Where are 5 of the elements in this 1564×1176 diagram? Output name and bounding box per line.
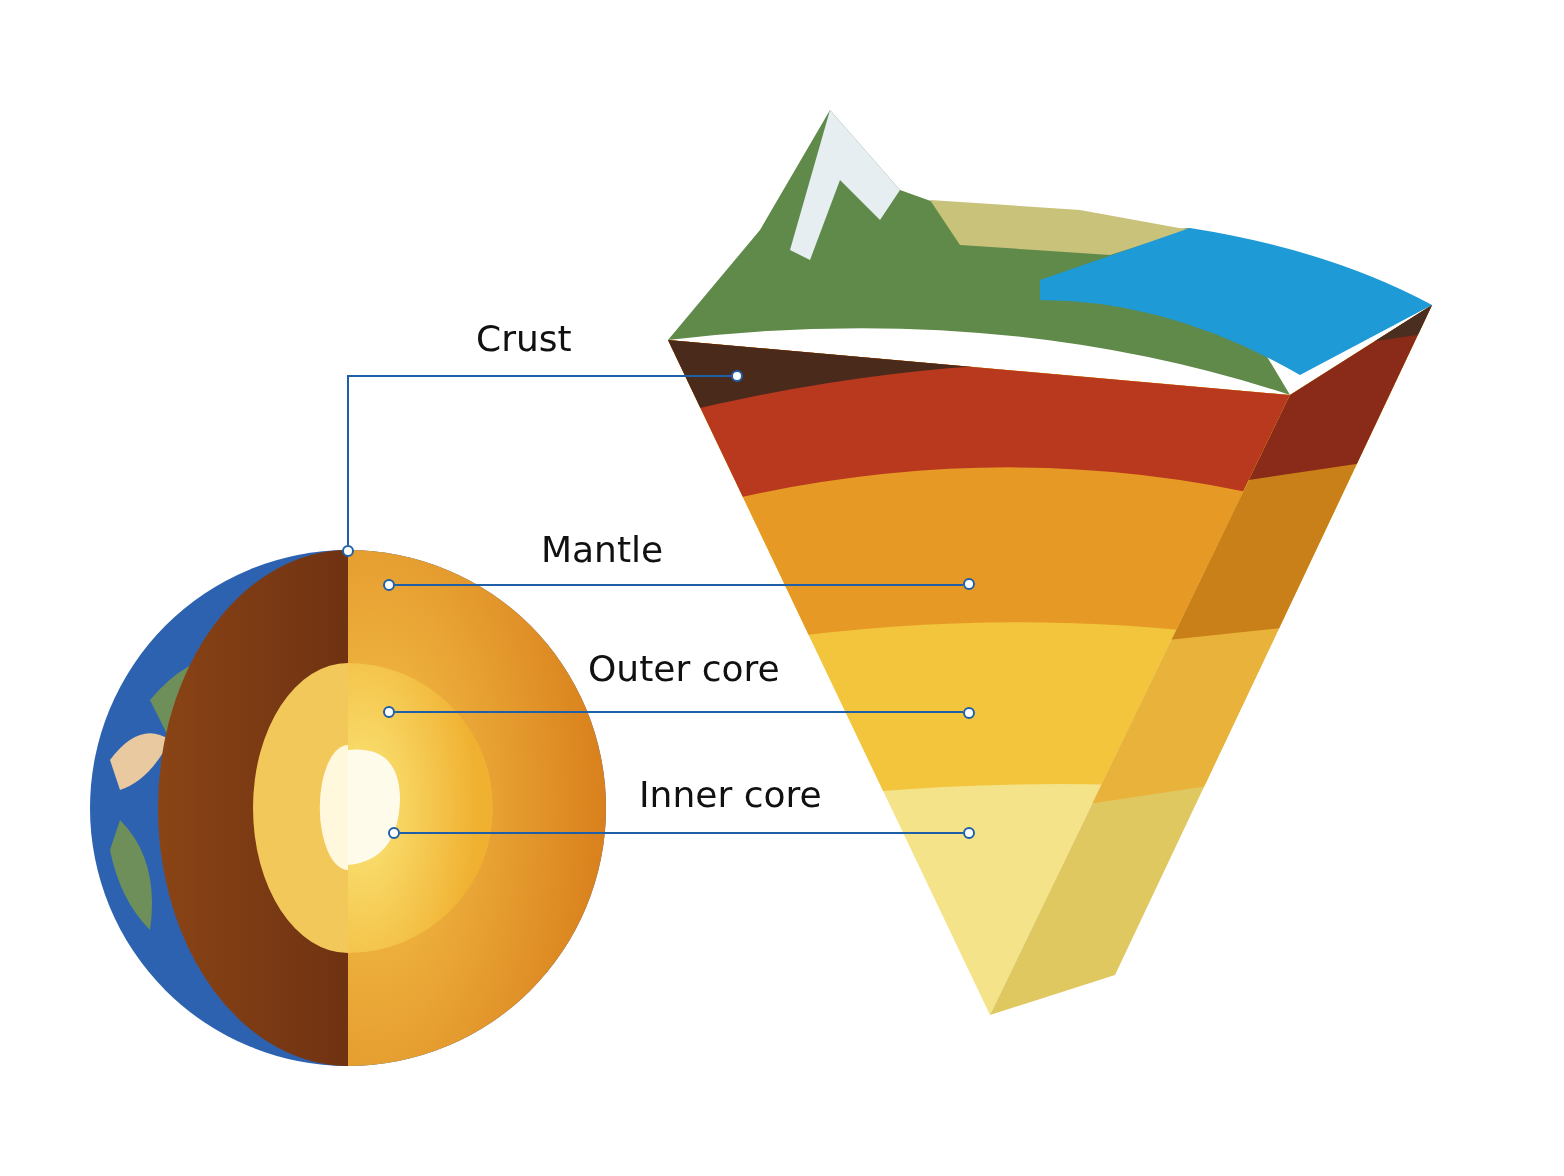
leader-line <box>399 832 964 834</box>
leader-line <box>347 375 732 546</box>
marker-dot <box>342 545 354 557</box>
leader-line <box>394 584 964 586</box>
leader-line <box>394 711 964 713</box>
